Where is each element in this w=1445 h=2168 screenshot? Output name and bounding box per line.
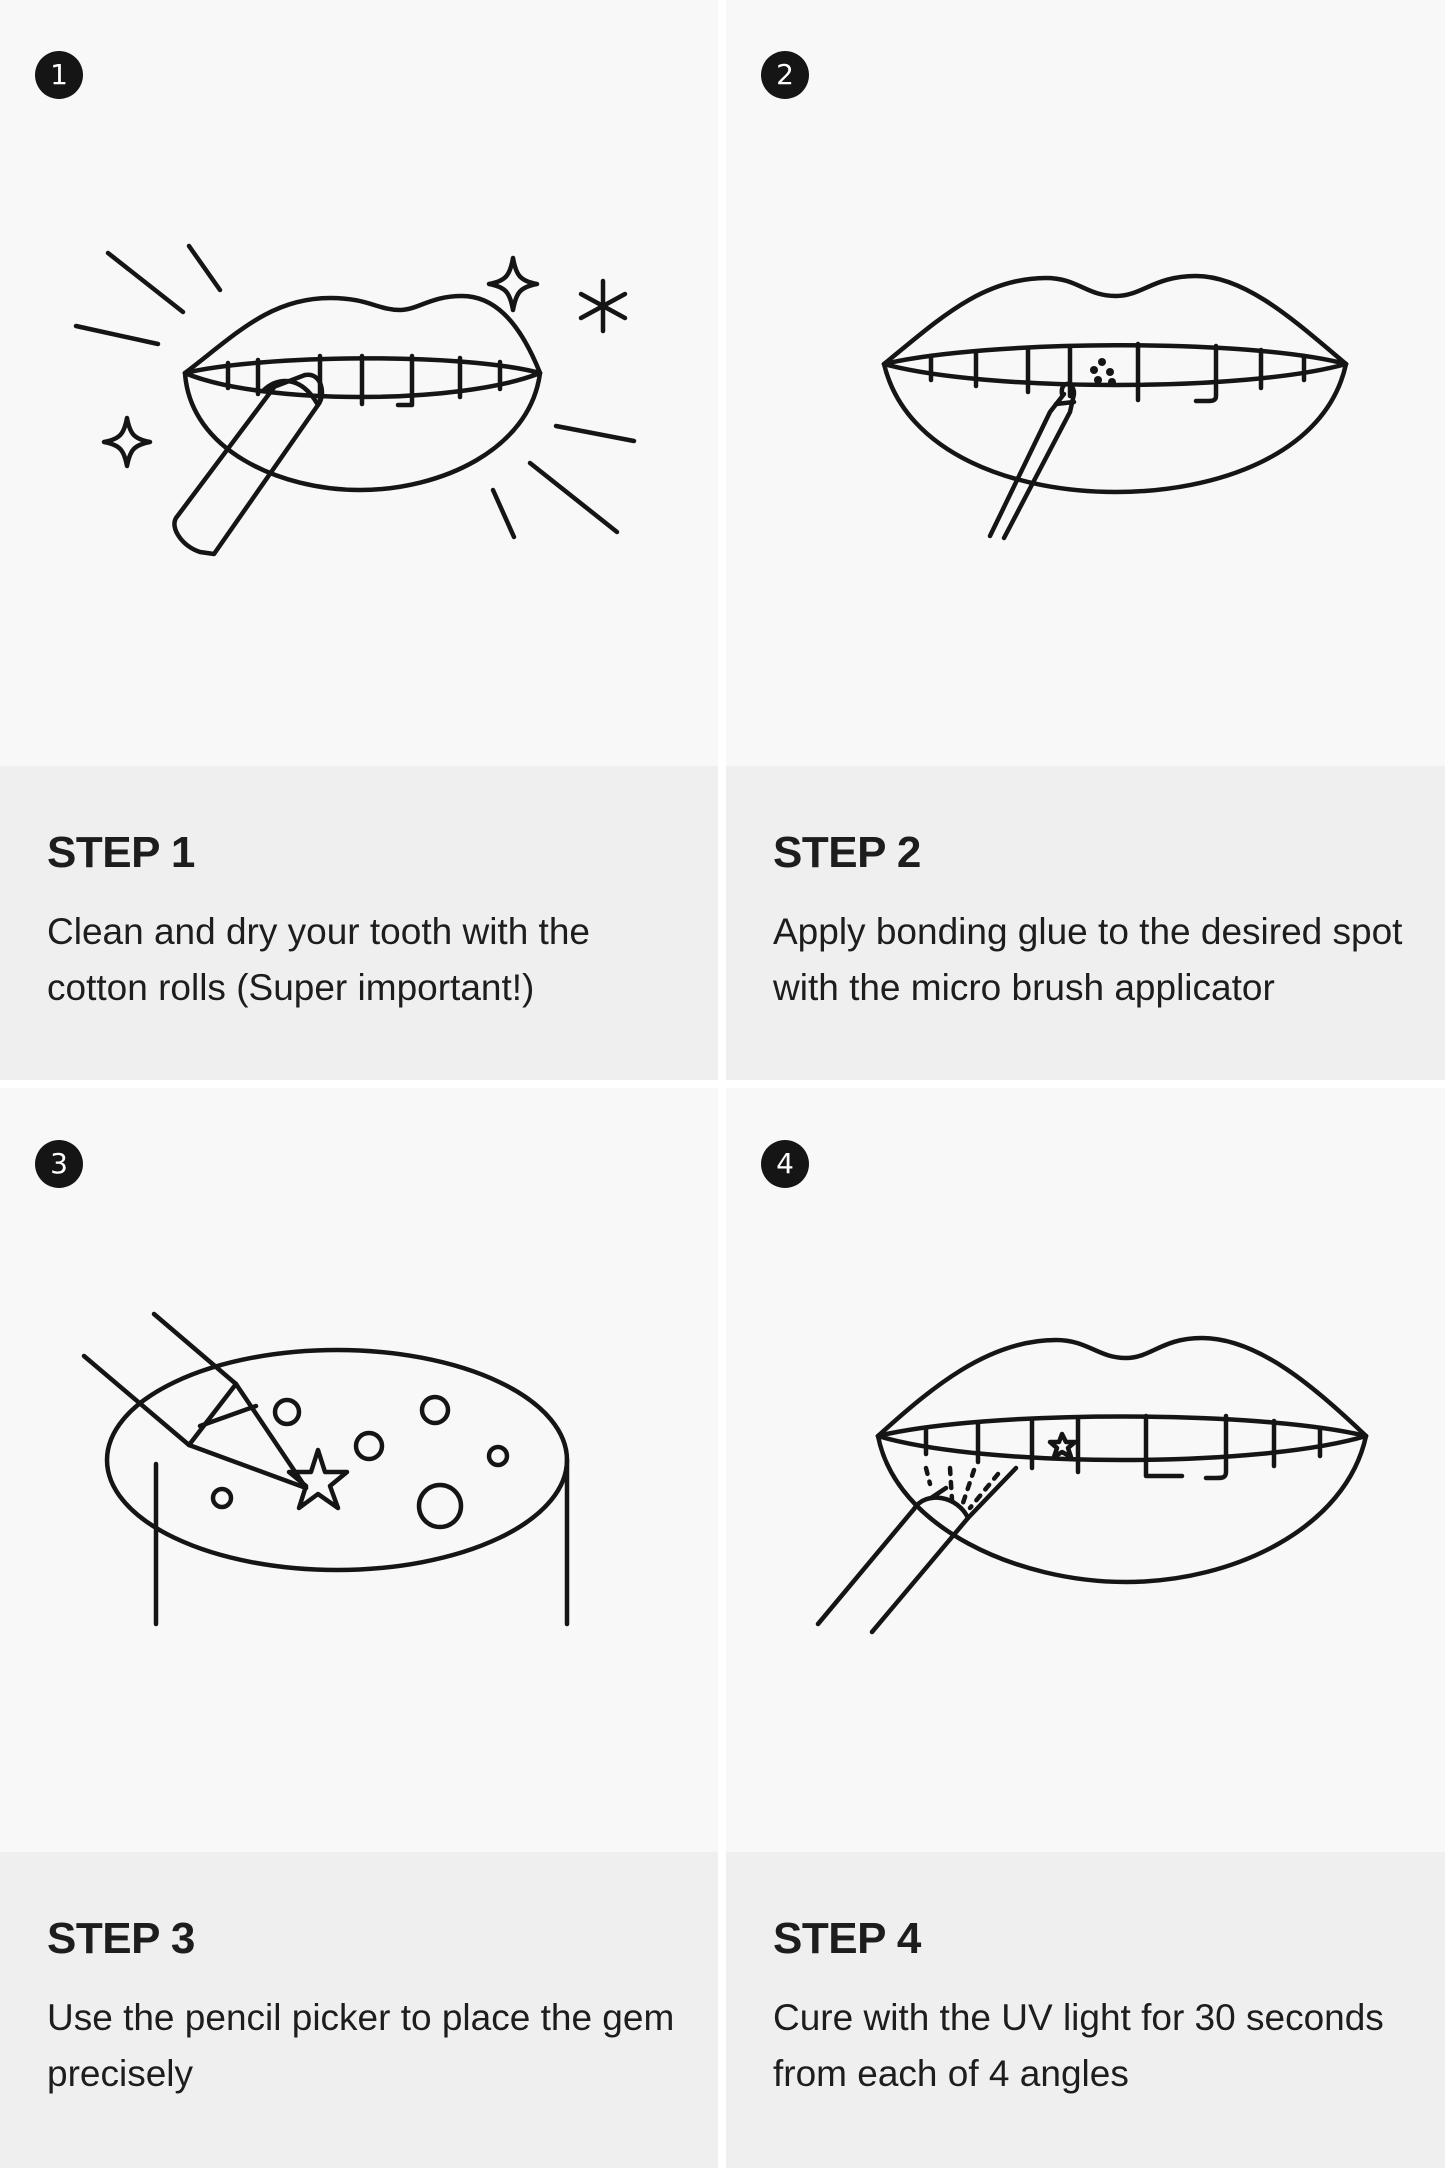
step-card-4: 4 STEP 4 Cure with the UV light for 30 s…	[726, 1088, 1445, 2168]
lips-cotton-roll-sparkles-icon	[73, 243, 637, 557]
step-title: STEP 2	[773, 828, 921, 877]
step-illustration-panel: 2	[726, 0, 1445, 766]
step-title: STEP 1	[47, 828, 195, 877]
step-card-1: 1 STEP 1 Clean and dry your tooth with t…	[0, 0, 718, 1080]
step-card-3: 3 STEP 3 Use the pencil picker to place …	[0, 1088, 718, 2168]
step-caption: STEP 4 Cure with the UV light for 30 sec…	[726, 1852, 1445, 2168]
step-description: Apply bonding glue to the desired spot w…	[773, 911, 1403, 1008]
step-description: Cure with the UV light for 30 seconds fr…	[773, 1997, 1384, 2094]
step-illustration-panel: 4	[726, 1088, 1445, 1852]
lips-uv-light-icon	[815, 1335, 1369, 1635]
step-caption: STEP 2 Apply bonding glue to the desired…	[726, 766, 1445, 1080]
pencil-picker-gem-jar-icon	[81, 1311, 570, 1627]
step-number-badge: 4	[761, 1140, 809, 1188]
step-number-badge: 3	[35, 1140, 83, 1188]
step-title: STEP 3	[47, 1914, 195, 1963]
lips-micro-brush-glue-icon	[881, 273, 1349, 541]
step-card-2: 2 STEP 2 Apply bonding glue to the desir…	[726, 0, 1445, 1080]
step-caption: STEP 1 Clean and dry your tooth with the…	[0, 766, 718, 1080]
step-number-badge: 2	[761, 51, 809, 99]
step-illustration-panel: 1	[0, 0, 718, 766]
step-description: Clean and dry your tooth with the cotton…	[47, 911, 590, 1008]
step-title: STEP 4	[773, 1914, 921, 1963]
step-caption: STEP 3 Use the pencil picker to place th…	[0, 1852, 718, 2168]
step-number-badge: 1	[35, 51, 83, 99]
step-description: Use the pencil picker to place the gem p…	[47, 1997, 675, 2094]
step-illustration-panel: 3	[0, 1088, 718, 1852]
